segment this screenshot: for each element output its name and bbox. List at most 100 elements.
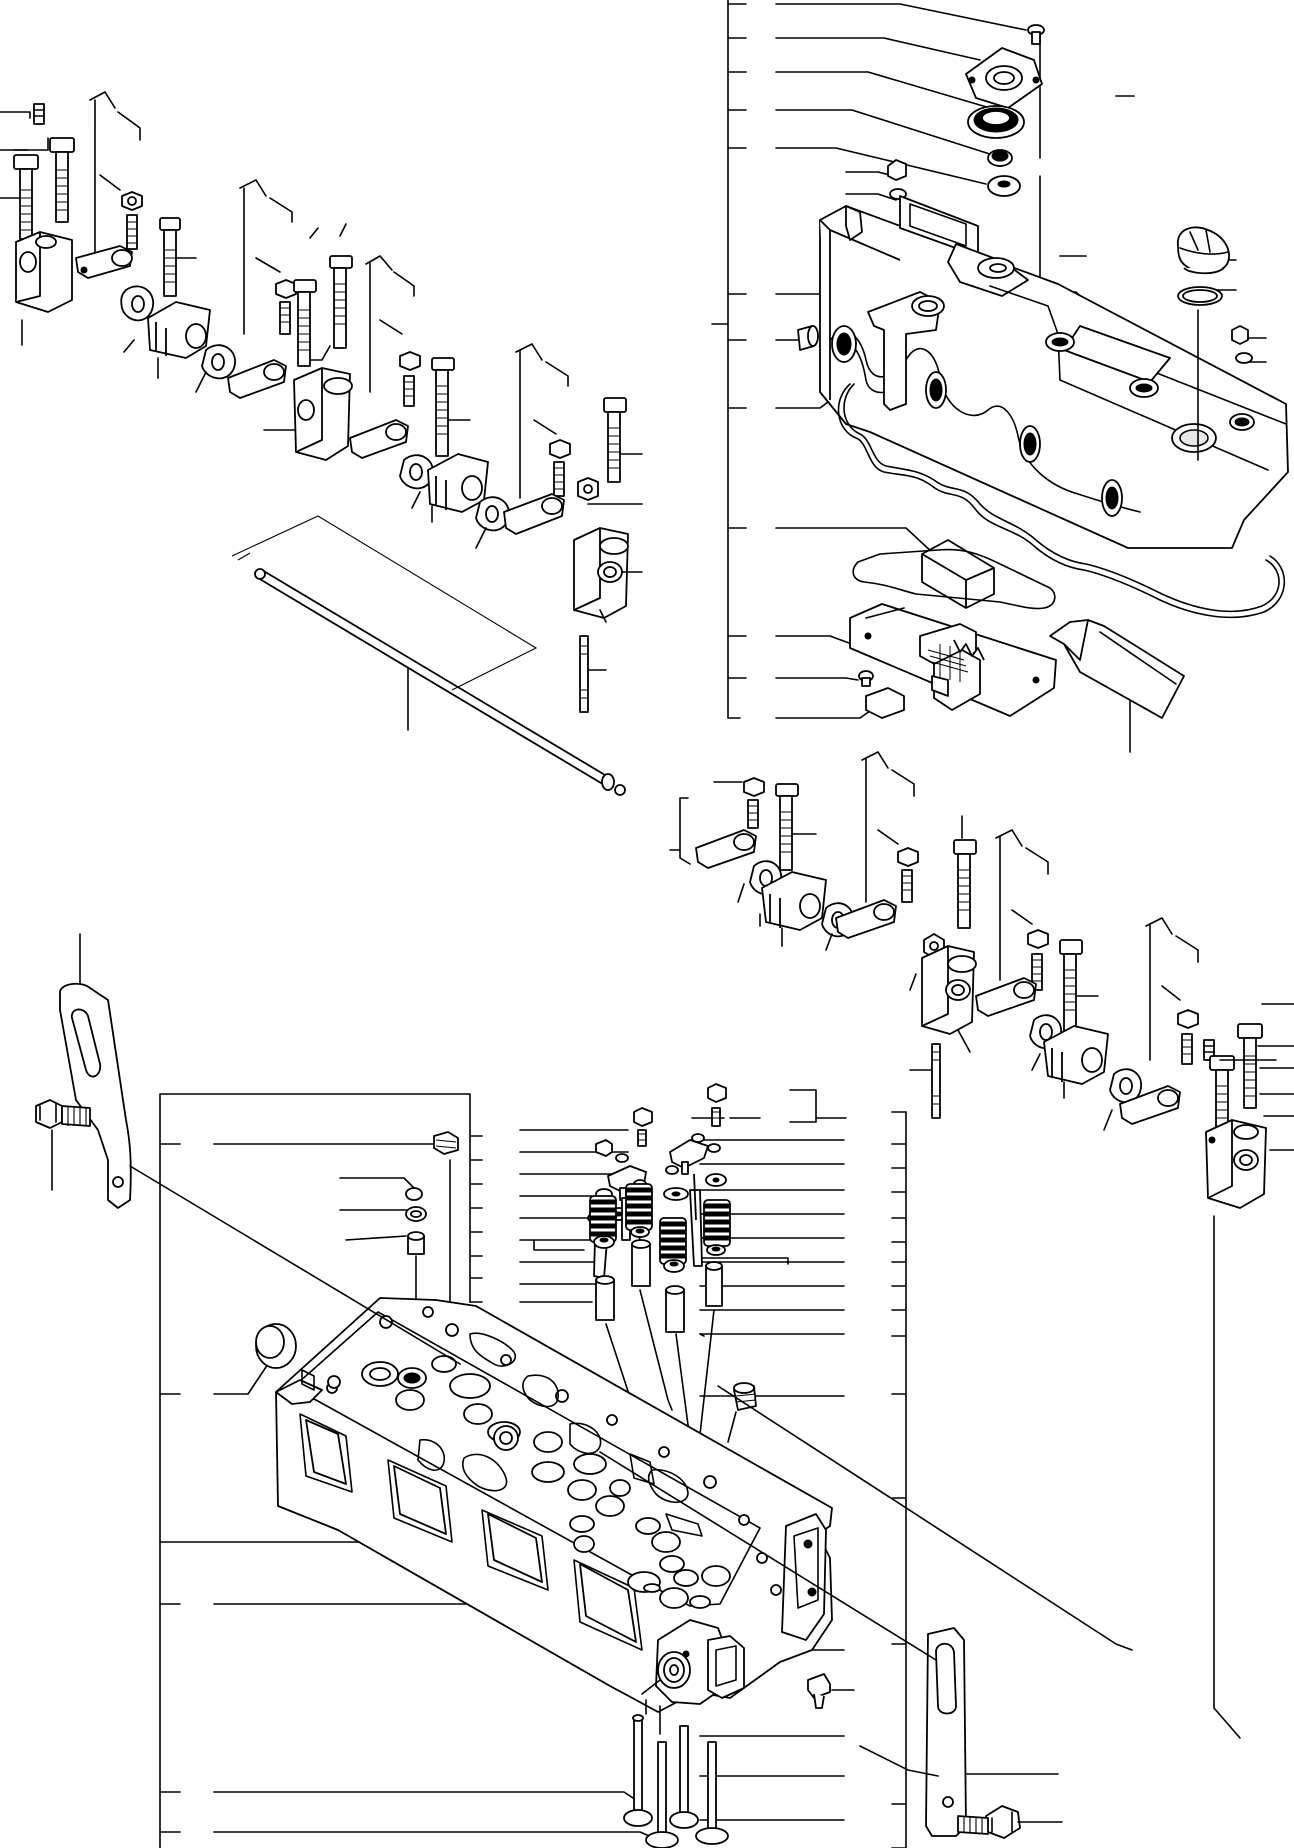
rocker-bracket-part bbox=[294, 368, 352, 460]
lifting-bracket-right-group bbox=[600, 1386, 1132, 1838]
valve-guide-part bbox=[666, 1262, 722, 1332]
baffle-plate-part bbox=[850, 604, 1056, 716]
bolt-part bbox=[958, 1806, 1020, 1838]
valve-part bbox=[670, 1726, 698, 1828]
long-bolt-part bbox=[14, 155, 38, 239]
plug-part bbox=[798, 326, 818, 350]
right-rocker-arm-group bbox=[670, 752, 1294, 1738]
bolt-part bbox=[604, 398, 642, 482]
stud-part bbox=[910, 1044, 940, 1118]
lower-gasket-part bbox=[853, 550, 1055, 609]
valve-spring-part bbox=[660, 1218, 686, 1264]
screw-part bbox=[859, 671, 873, 686]
rocker-bracket-part bbox=[1206, 1120, 1266, 1208]
long-bolt-part bbox=[1238, 1024, 1262, 1108]
lifting-bracket-left-group bbox=[36, 934, 460, 1364]
adjusting-screw-part bbox=[554, 462, 564, 496]
spring-washer-part bbox=[1110, 1069, 1141, 1102]
spring-seat-part bbox=[664, 1245, 725, 1272]
adjusting-screw-part bbox=[404, 376, 414, 406]
rocker-arm-part bbox=[1120, 1086, 1180, 1124]
adjusting-screw-part bbox=[280, 302, 290, 334]
washer-part bbox=[406, 1207, 426, 1221]
bolt-part bbox=[776, 784, 816, 870]
rocker-arm-part bbox=[228, 360, 286, 398]
pad-part bbox=[866, 688, 904, 718]
adjusting-screw-part bbox=[127, 215, 137, 249]
valve-part bbox=[646, 1742, 678, 1848]
rocker-arm-part bbox=[976, 978, 1036, 1016]
nut-part bbox=[400, 352, 420, 370]
rocker-arm-part bbox=[836, 900, 896, 938]
expansion-plug-part bbox=[734, 1383, 756, 1410]
nut-part bbox=[276, 280, 296, 298]
plate-part bbox=[988, 176, 1020, 196]
baffle-bracket-part bbox=[932, 650, 980, 710]
o-ring-part bbox=[1178, 287, 1222, 305]
spring-washer-part bbox=[400, 455, 433, 488]
nut-part bbox=[550, 440, 570, 458]
valve-spring-part bbox=[590, 1196, 616, 1242]
valve-guide-part bbox=[596, 1240, 650, 1320]
rocker-cover-group bbox=[712, 0, 1288, 752]
bolt-part bbox=[1232, 326, 1252, 363]
left-rocker-arm-group bbox=[0, 92, 642, 795]
spring-washer-part bbox=[476, 497, 509, 530]
bushing-part bbox=[408, 1232, 424, 1254]
rocker-cover-gasket-part bbox=[839, 384, 1285, 617]
nut-part bbox=[122, 192, 142, 210]
bolt-part bbox=[36, 1100, 90, 1128]
rocker-bracket-part bbox=[16, 232, 72, 312]
bolt-part bbox=[310, 256, 352, 360]
bolt-part bbox=[888, 160, 906, 199]
valve-part bbox=[696, 1742, 728, 1844]
rocker-shaft-part bbox=[255, 569, 625, 795]
plug-part bbox=[808, 1674, 830, 1708]
sealant-tube-part bbox=[1050, 620, 1184, 752]
adjusting-screw-part bbox=[1032, 954, 1042, 990]
lifting-bracket-part bbox=[60, 984, 131, 1208]
bolt-part bbox=[432, 358, 470, 456]
rocker-arm-part bbox=[504, 494, 564, 534]
bolt-part bbox=[954, 816, 976, 928]
valve-spring-part bbox=[626, 1184, 652, 1230]
welch-plug-part bbox=[256, 1324, 296, 1368]
spring-part bbox=[988, 150, 1012, 166]
breather-cover-part bbox=[966, 48, 1042, 108]
rocker-bracket-part bbox=[922, 946, 976, 1034]
adjusting-screw-part bbox=[902, 870, 912, 902]
stud-part bbox=[580, 636, 606, 712]
spring-washer-part bbox=[121, 286, 153, 320]
valve-spring-part bbox=[704, 1200, 730, 1246]
oil-filler-cap-part bbox=[1178, 227, 1229, 273]
valve-part bbox=[624, 1715, 652, 1826]
bolt-part bbox=[294, 280, 316, 366]
screw-part bbox=[1028, 25, 1044, 44]
nut-part bbox=[1178, 1010, 1198, 1028]
nut-part bbox=[744, 778, 764, 796]
cup-part bbox=[434, 1132, 458, 1154]
cylinder-head-body-part bbox=[276, 1298, 854, 1712]
bolt-part bbox=[1204, 1040, 1214, 1060]
rocker-bracket-part bbox=[574, 528, 628, 618]
bolt-part bbox=[1060, 940, 1098, 1032]
lifting-bracket-part bbox=[926, 1628, 966, 1836]
spring-seat-part bbox=[594, 1227, 649, 1248]
o-ring-part bbox=[406, 1188, 422, 1200]
rocker-arm-part bbox=[696, 830, 756, 868]
nut-part bbox=[898, 848, 918, 866]
valve-train-parts bbox=[664, 1084, 726, 1266]
rocker-cover-body-part bbox=[820, 196, 1288, 548]
long-bolt-part bbox=[50, 138, 74, 222]
rocker-bracket-part bbox=[1044, 1026, 1108, 1084]
nut-part bbox=[1028, 930, 1048, 948]
bolt-part bbox=[34, 104, 44, 124]
cylinder-head-group bbox=[160, 1084, 906, 1848]
rocker-bracket-part bbox=[762, 872, 826, 930]
spring-washer-part bbox=[202, 345, 235, 378]
adjusting-screw-part bbox=[1182, 1034, 1192, 1064]
oil-filler-tube-part bbox=[868, 292, 944, 410]
rocker-arm-part bbox=[350, 420, 408, 458]
diaphragm-part bbox=[968, 106, 1024, 138]
